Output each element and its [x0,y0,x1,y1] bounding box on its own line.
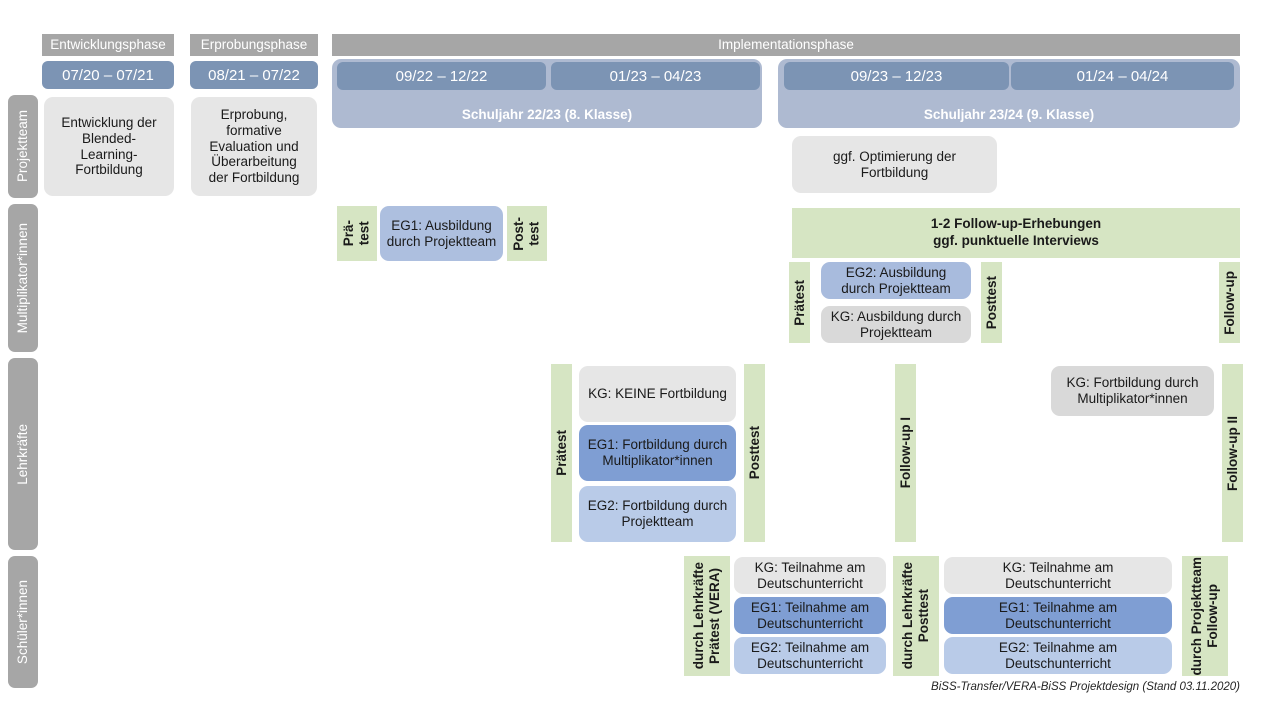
praetest-label: Prätest [791,279,807,326]
schueler-followup-column: Follow-up durch Projektteam [1182,556,1228,676]
box-label: EG1: Teilnahme am Deutschunterricht [750,599,870,631]
followup-label: Follow-up I [897,417,913,489]
box-label: EG1: Fortbildung durch Multiplikator*inn… [587,437,728,468]
box-label: EG2: Teilnahme am Deutschunterricht [998,639,1118,671]
lehrkraefte-followup-2-column: Follow-up II [1222,364,1243,542]
lehrkraefte-eg2-box: EG2: Fortbildung durch Projektteam [579,486,736,542]
phase-bar-erprobung: Erprobungsphase [190,34,318,56]
lehrkraefte-eg1-box: EG1: Fortbildung durch Multiplikator*inn… [579,425,736,481]
multiplikator-praetest-2-column: Prätest [789,262,810,343]
multiplikator-followup-banner: 1-2 Follow-up-Erhebungen ggf. punktuelle… [792,208,1240,258]
role-text: Schüler*innen [15,579,31,665]
projektteam-optimierung-box: ggf. Optimierung der Fortbildung [792,136,997,193]
schoolyear-label: Schuljahr 23/24 (9. Klasse) [923,107,1095,122]
box-label: Erprobung, formative Evaluation und Über… [208,106,300,186]
phase-label: Implementationsphase [718,36,854,52]
phase-bar-entwicklung: Entwicklungsphase [42,34,174,56]
posttest-label: Post- test [511,216,542,251]
box-label: ggf. Optimierung der Fortbildung [832,148,957,180]
box-label: EG1: Ausbildung durch Projektteam [386,217,497,249]
praetest-label: Prä- test [341,220,372,247]
schoolyear-label: Schuljahr 22/23 (8. Klasse) [461,107,633,122]
followup-label: Follow-up II [1224,415,1240,491]
projektteam-entwicklung-box: Entwicklung der Blended- Learning- Fortb… [44,97,174,196]
role-text: Projektteam [15,110,31,183]
posttest-sub-label: durch Lehrkräfte [900,562,916,670]
multiplikator-eg1-box: EG1: Ausbildung durch Projektteam [380,206,503,261]
banner-label: 1-2 Follow-up-Erhebungen ggf. punktuelle… [930,216,1102,248]
period-box-0923-1223: 09/23 – 12/23 [784,62,1009,90]
box-label: EG1: Teilnahme am Deutschunterricht [998,599,1118,631]
period-box-0922-1222: 09/22 – 12/22 [337,62,546,90]
praetest-label: Prätest [553,430,569,476]
footer-caption: BiSS-Transfer/VERA-BiSS Projektdesign (S… [700,681,1240,693]
schueler-kg-box-left: KG: Teilnahme am Deutschunterricht [734,557,886,594]
role-text: Lehrkräfte [15,423,31,485]
schueler-eg1-box-right: EG1: Teilnahme am Deutschunterricht [944,597,1172,634]
phase-bar-implementation: Implementationsphase [332,34,1240,56]
multiplikator-followup-column: Follow-up [1219,262,1240,343]
box-label: EG2: Ausbildung durch Projektteam [841,264,951,296]
schueler-eg1-box-left: EG1: Teilnahme am Deutschunterricht [734,597,886,634]
box-label: Entwicklung der Blended- Learning- Fortb… [61,114,157,178]
box-label: KG: KEINE Fortbildung [588,386,727,402]
box-label: KG: Teilnahme am Deutschunterricht [754,559,866,591]
schueler-eg2-box-right: EG2: Teilnahme am Deutschunterricht [944,637,1172,674]
period-label: 01/24 – 04/24 [1076,67,1169,85]
role-text: Multiplikator*innen [15,222,31,334]
lehrkraefte-followup-1-column: Follow-up I [895,364,916,542]
followup-sub-label: durch Projektteam [1189,556,1205,676]
schueler-posttest-column: Posttest durch Lehrkräfte [893,556,939,676]
period-box-0123-0423: 01/23 – 04/23 [551,62,760,90]
schueler-kg-box-right: KG: Teilnahme am Deutschunterricht [944,557,1172,594]
praetest-sub-label: durch Lehrkräfte [691,562,707,670]
schueler-eg2-box-left: EG2: Teilnahme am Deutschunterricht [734,637,886,674]
multiplikator-eg2-box: EG2: Ausbildung durch Projektteam [821,262,971,299]
lehrkraefte-kg-keine-box: KG: KEINE Fortbildung [579,366,736,422]
period-box-0821-0722: 08/21 – 07/22 [190,61,318,89]
box-label: KG: Fortbildung durch Multiplikator*inne… [1066,375,1199,406]
multiplikator-praetest-1-column: Prä- test [337,206,377,261]
box-label: EG2: Teilnahme am Deutschunterricht [750,639,870,671]
box-label: KG: Ausbildung durch Projektteam [830,308,962,340]
followup-main-label: Follow-up [1205,584,1220,648]
praetest-main-label: Prätest (VERA) [707,567,722,665]
phase-label: Erprobungsphase [200,36,308,52]
lehrkraefte-posttest-column: Posttest [744,364,765,542]
period-label: 01/23 – 04/23 [609,67,702,85]
projektteam-erprobung-box: Erprobung, formative Evaluation und Über… [191,97,317,196]
multiplikator-posttest-2-column: Posttest [981,262,1002,343]
posttest-label: Posttest [983,275,999,330]
multiplikator-posttest-1-column: Post- test [507,206,547,261]
box-label: EG2: Fortbildung durch Projektteam [587,498,728,529]
followup-label: Follow-up [1221,270,1237,335]
period-label: 09/23 – 12/23 [850,67,943,85]
role-label-multiplikatorinnen: Multiplikator*innen [8,204,38,352]
period-label: 07/20 – 07/21 [62,66,154,84]
multiplikator-kg-box: KG: Ausbildung durch Projektteam [821,306,971,343]
period-label: 08/21 – 07/22 [208,66,300,84]
period-label: 09/22 – 12/22 [395,67,488,85]
period-box-0124-0424: 01/24 – 04/24 [1011,62,1234,90]
role-label-projektteam: Projektteam [8,95,38,198]
footer-text: BiSS-Transfer/VERA-BiSS Projektdesign (S… [931,681,1240,693]
phase-label: Entwicklungsphase [50,36,166,52]
role-label-schuelerinnen: Schüler*innen [8,556,38,688]
schueler-praetest-column: Prätest (VERA) durch Lehrkräfte [684,556,730,676]
role-label-lehrkraefte: Lehrkräfte [8,358,38,550]
box-label: KG: Teilnahme am Deutschunterricht [1002,559,1114,591]
posttest-label: Posttest [746,426,762,480]
lehrkraefte-kg-fortbildung-box: KG: Fortbildung durch Multiplikator*inne… [1051,366,1214,416]
lehrkraefte-praetest-column: Prätest [551,364,572,542]
period-box-0720-0721: 07/20 – 07/21 [42,61,174,89]
posttest-main-label: Posttest [916,589,931,643]
